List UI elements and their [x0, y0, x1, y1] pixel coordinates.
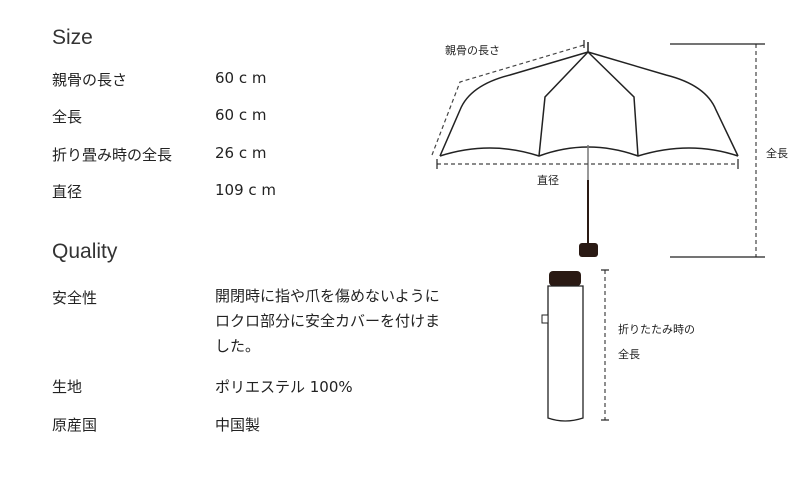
diameter-label: 直径 [537, 174, 559, 187]
spec-label: 直径 [52, 183, 83, 201]
open-umbrella-illustration [439, 42, 739, 245]
spec-label: 全長 [52, 108, 83, 126]
quality-value: 中国製 [215, 416, 261, 434]
spec-label: 折り畳み時の全長 [52, 146, 173, 164]
quality-value: ポリエステル 100% [215, 378, 353, 396]
spec-label: 親骨の長さ [52, 71, 128, 89]
folded-length-label-line2: 全長 [618, 348, 640, 361]
spec-value: 26 c m [215, 144, 267, 162]
quality-value: 開閉時に指や爪を傷めないようにロクロ部分に安全カバーを付けました。 [215, 287, 441, 355]
rib-length-label: 親骨の長さ [445, 44, 500, 57]
quality-heading: Quality [52, 240, 118, 263]
quality-label: 原産国 [52, 416, 98, 434]
quality-label: 生地 [52, 378, 83, 396]
dimension-lines [431, 44, 757, 420]
size-heading: Size [52, 26, 93, 49]
folded-umbrella-illustration [541, 271, 584, 422]
quality-label: 安全性 [52, 289, 98, 307]
spec-value: 60 c m [215, 69, 267, 87]
folded-length-label-line1: 折りたたみ時の [618, 323, 695, 336]
umbrella-handle [579, 243, 598, 257]
spec-value: 60 c m [215, 106, 267, 124]
total-length-label: 全長 [766, 147, 788, 160]
spec-value: 109 c m [215, 181, 277, 199]
